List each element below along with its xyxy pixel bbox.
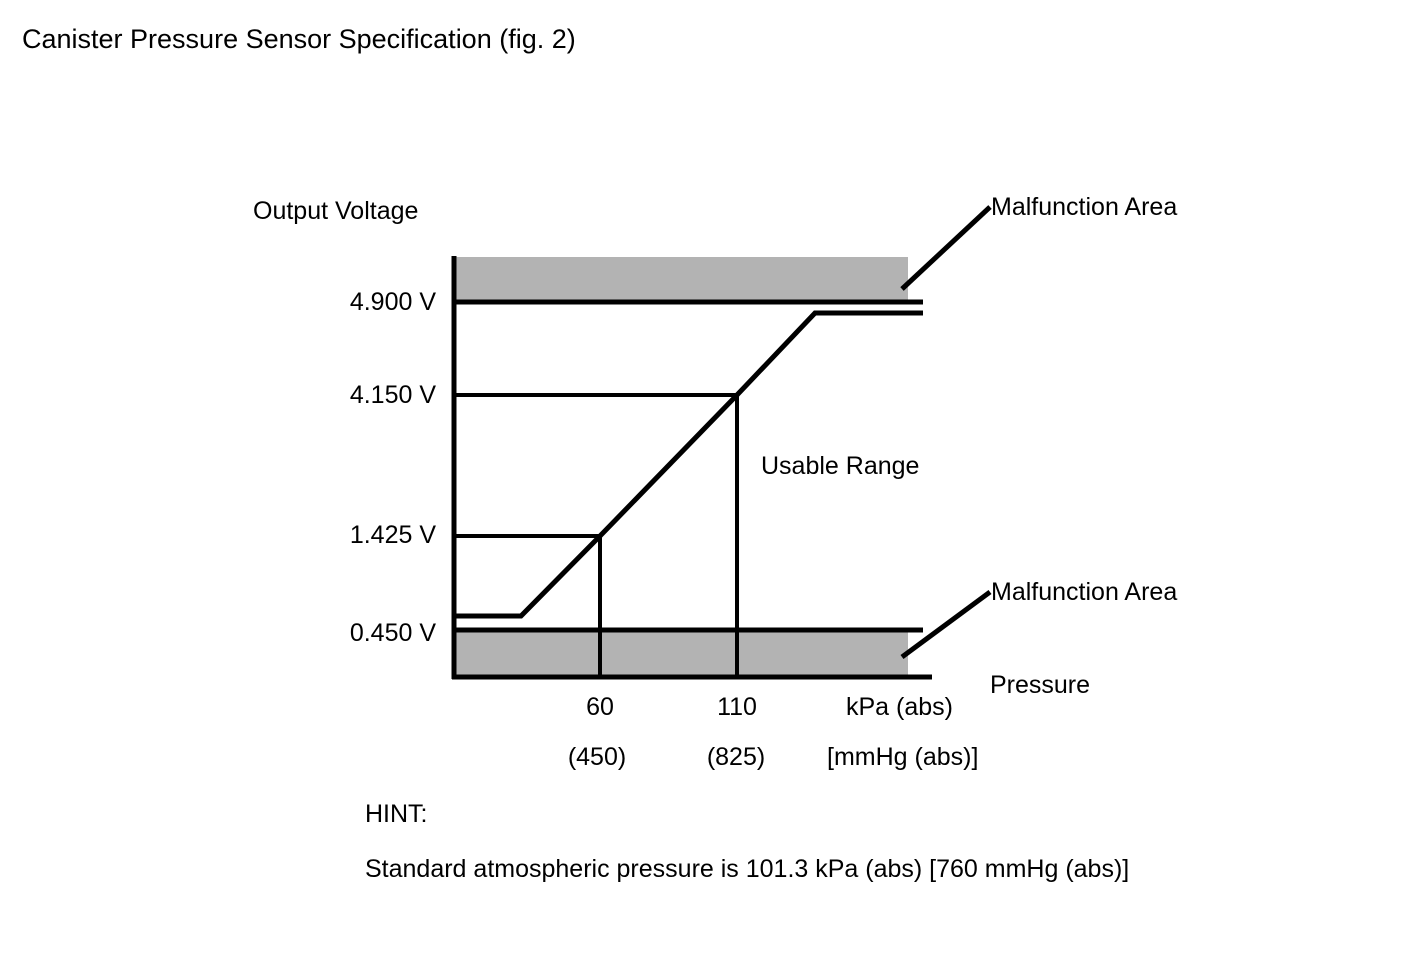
page-title: Canister Pressure Sensor Specification (… (22, 24, 576, 54)
y-tick-label-0450v: 0.450 V (349, 619, 436, 647)
y-tick-label-1425v: 1.425 V (349, 521, 436, 549)
x-tick-secondary-825: (825) (706, 743, 766, 771)
malfunction-band-upper (452, 257, 908, 301)
y-axis-title: Output Voltage (253, 197, 419, 225)
x-unit-secondary: [mmHg (abs)] (827, 743, 979, 771)
hint-text: Standard atmospheric pressure is 101.3 k… (365, 855, 1130, 883)
malfunction-band-lower (452, 631, 908, 678)
sensor-output-curve (452, 310, 923, 619)
malfunction-area-label-lower: Malfunction Area (991, 578, 1178, 606)
x-tick-label-60: 60 (586, 693, 614, 721)
leader-line-malfunction-upper (900, 205, 992, 291)
x-axis-title: Pressure (990, 671, 1091, 699)
x-tick-label-110: 110 (717, 693, 757, 721)
malfunction-area-label-upper: Malfunction Area (991, 193, 1178, 221)
y-tick-label-4150v: 4.150 V (349, 381, 436, 409)
hint-label: HINT: (365, 800, 428, 828)
y-tick-label-4900v: 4.900 V (349, 288, 436, 316)
usable-range-label: Usable Range (761, 452, 920, 480)
x-unit-primary: kPa (abs) (846, 693, 953, 721)
leader-line-malfunction-lower (900, 589, 992, 660)
x-tick-secondary-450: (450) (567, 743, 627, 771)
